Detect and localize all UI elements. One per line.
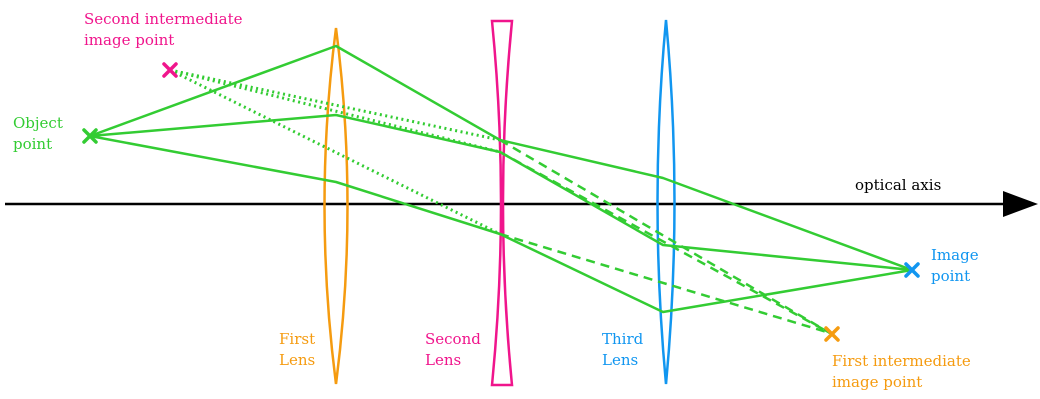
second-intermediate-label: Second intermediate image point xyxy=(84,9,243,51)
second-intermediate-label-line2: image point xyxy=(84,31,175,49)
first-lens xyxy=(323,27,349,385)
object-point-marker xyxy=(82,128,98,144)
dashed-rays xyxy=(499,138,831,335)
first-intermediate-label: First intermediate image point xyxy=(832,351,971,393)
third-lens-label-line2: Lens xyxy=(602,351,639,369)
image-point-marker xyxy=(904,262,920,278)
dashed-ray-bottom xyxy=(499,232,831,335)
dashed-ray-top xyxy=(499,138,831,335)
image-label-line1: Image xyxy=(931,246,979,264)
dotted-ray-top xyxy=(169,68,501,142)
object-label-line2: point xyxy=(13,135,53,153)
second-lens-label-line1: Second xyxy=(425,330,481,348)
first-lens-label-line1: First xyxy=(279,330,316,348)
second-lens-label-line2: Lens xyxy=(425,351,462,369)
dotted-rays xyxy=(169,68,501,236)
second-intermediate-point-marker xyxy=(162,62,178,78)
image-label-line2: point xyxy=(931,267,971,285)
second-intermediate-label-line1: Second intermediate xyxy=(84,10,243,28)
optical-axis-arrowhead xyxy=(1003,191,1038,217)
third-lens-label-line1: Third xyxy=(602,330,644,348)
first-intermediate-point-marker xyxy=(824,326,840,342)
dashed-ray-middle xyxy=(499,150,831,335)
first-intermediate-label-line1: First intermediate xyxy=(832,352,971,370)
third-lens xyxy=(656,19,676,385)
optical-axis-label: optical axis xyxy=(855,176,941,194)
image-point-label: Image point xyxy=(931,245,979,287)
second-lens xyxy=(490,19,514,387)
first-intermediate-label-line2: image point xyxy=(832,373,923,391)
object-label-line1: Object xyxy=(13,114,63,132)
dotted-ray-bottom xyxy=(169,68,501,236)
dotted-ray-middle xyxy=(169,68,501,154)
object-point-label: Object point xyxy=(13,113,63,155)
first-lens-label-line2: Lens xyxy=(279,351,316,369)
